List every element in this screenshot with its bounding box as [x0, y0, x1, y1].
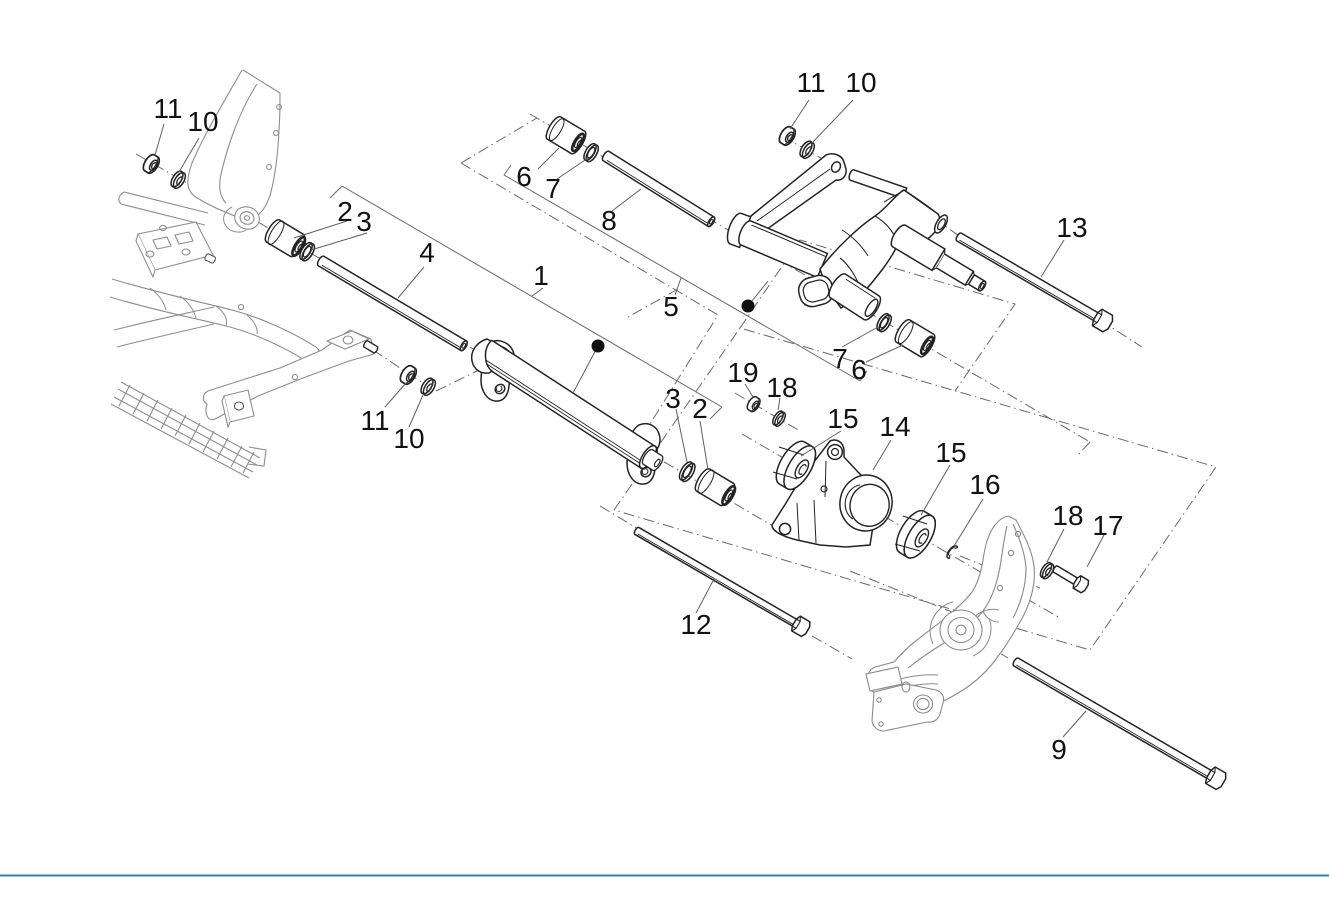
svg-text:6: 6 [516, 161, 532, 192]
svg-text:18: 18 [1052, 500, 1083, 531]
svg-text:3: 3 [356, 206, 372, 237]
svg-text:6: 6 [851, 354, 867, 385]
svg-text:18: 18 [766, 372, 797, 403]
svg-text:12: 12 [680, 609, 711, 640]
svg-text:2: 2 [337, 196, 353, 227]
svg-text:4: 4 [419, 237, 435, 268]
svg-text:8: 8 [601, 205, 617, 236]
svg-text:17: 17 [1092, 510, 1123, 541]
svg-text:14: 14 [879, 411, 910, 442]
svg-text:10: 10 [845, 67, 876, 98]
svg-text:19: 19 [727, 357, 758, 388]
svg-text:11: 11 [796, 67, 825, 98]
svg-text:13: 13 [1056, 212, 1087, 243]
svg-text:9: 9 [1051, 734, 1067, 765]
svg-text:5: 5 [663, 291, 679, 322]
svg-text:3: 3 [665, 383, 681, 414]
svg-text:15: 15 [935, 437, 966, 468]
svg-text:10: 10 [187, 106, 218, 137]
svg-text:7: 7 [832, 343, 848, 374]
svg-text:2: 2 [692, 393, 708, 424]
svg-text:11: 11 [153, 93, 182, 124]
svg-text:11: 11 [360, 405, 389, 436]
svg-text:16: 16 [969, 469, 1000, 500]
svg-text:15: 15 [827, 403, 858, 434]
svg-text:10: 10 [393, 423, 424, 454]
svg-text:7: 7 [545, 173, 561, 204]
svg-text:1: 1 [533, 260, 549, 291]
